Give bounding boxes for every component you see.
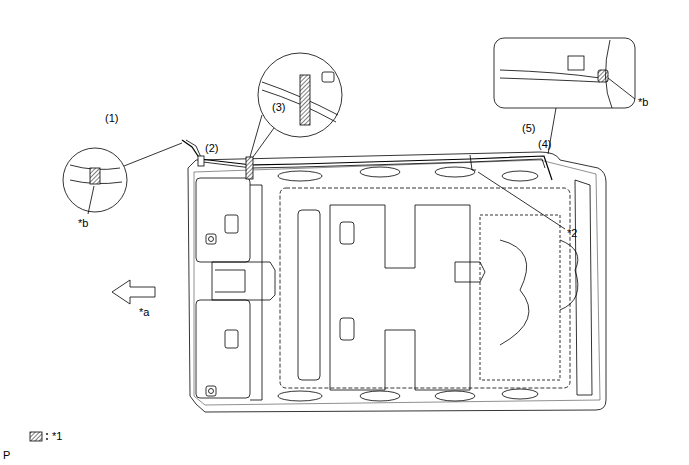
- legend-swatch: [30, 432, 42, 441]
- callout-number: (2): [205, 142, 218, 155]
- callout-number: (4): [538, 138, 551, 151]
- callout-number: (5): [522, 122, 535, 135]
- callout-number: (3): [272, 101, 285, 114]
- part-ref: *2: [567, 227, 577, 240]
- page-mark: P: [3, 449, 10, 462]
- legend-text: *1: [52, 430, 62, 443]
- callout-number: (1): [105, 112, 118, 125]
- detail-ref: *b: [638, 96, 648, 109]
- direction-ref: *a: [139, 306, 149, 319]
- detail-ref: *b: [78, 217, 88, 230]
